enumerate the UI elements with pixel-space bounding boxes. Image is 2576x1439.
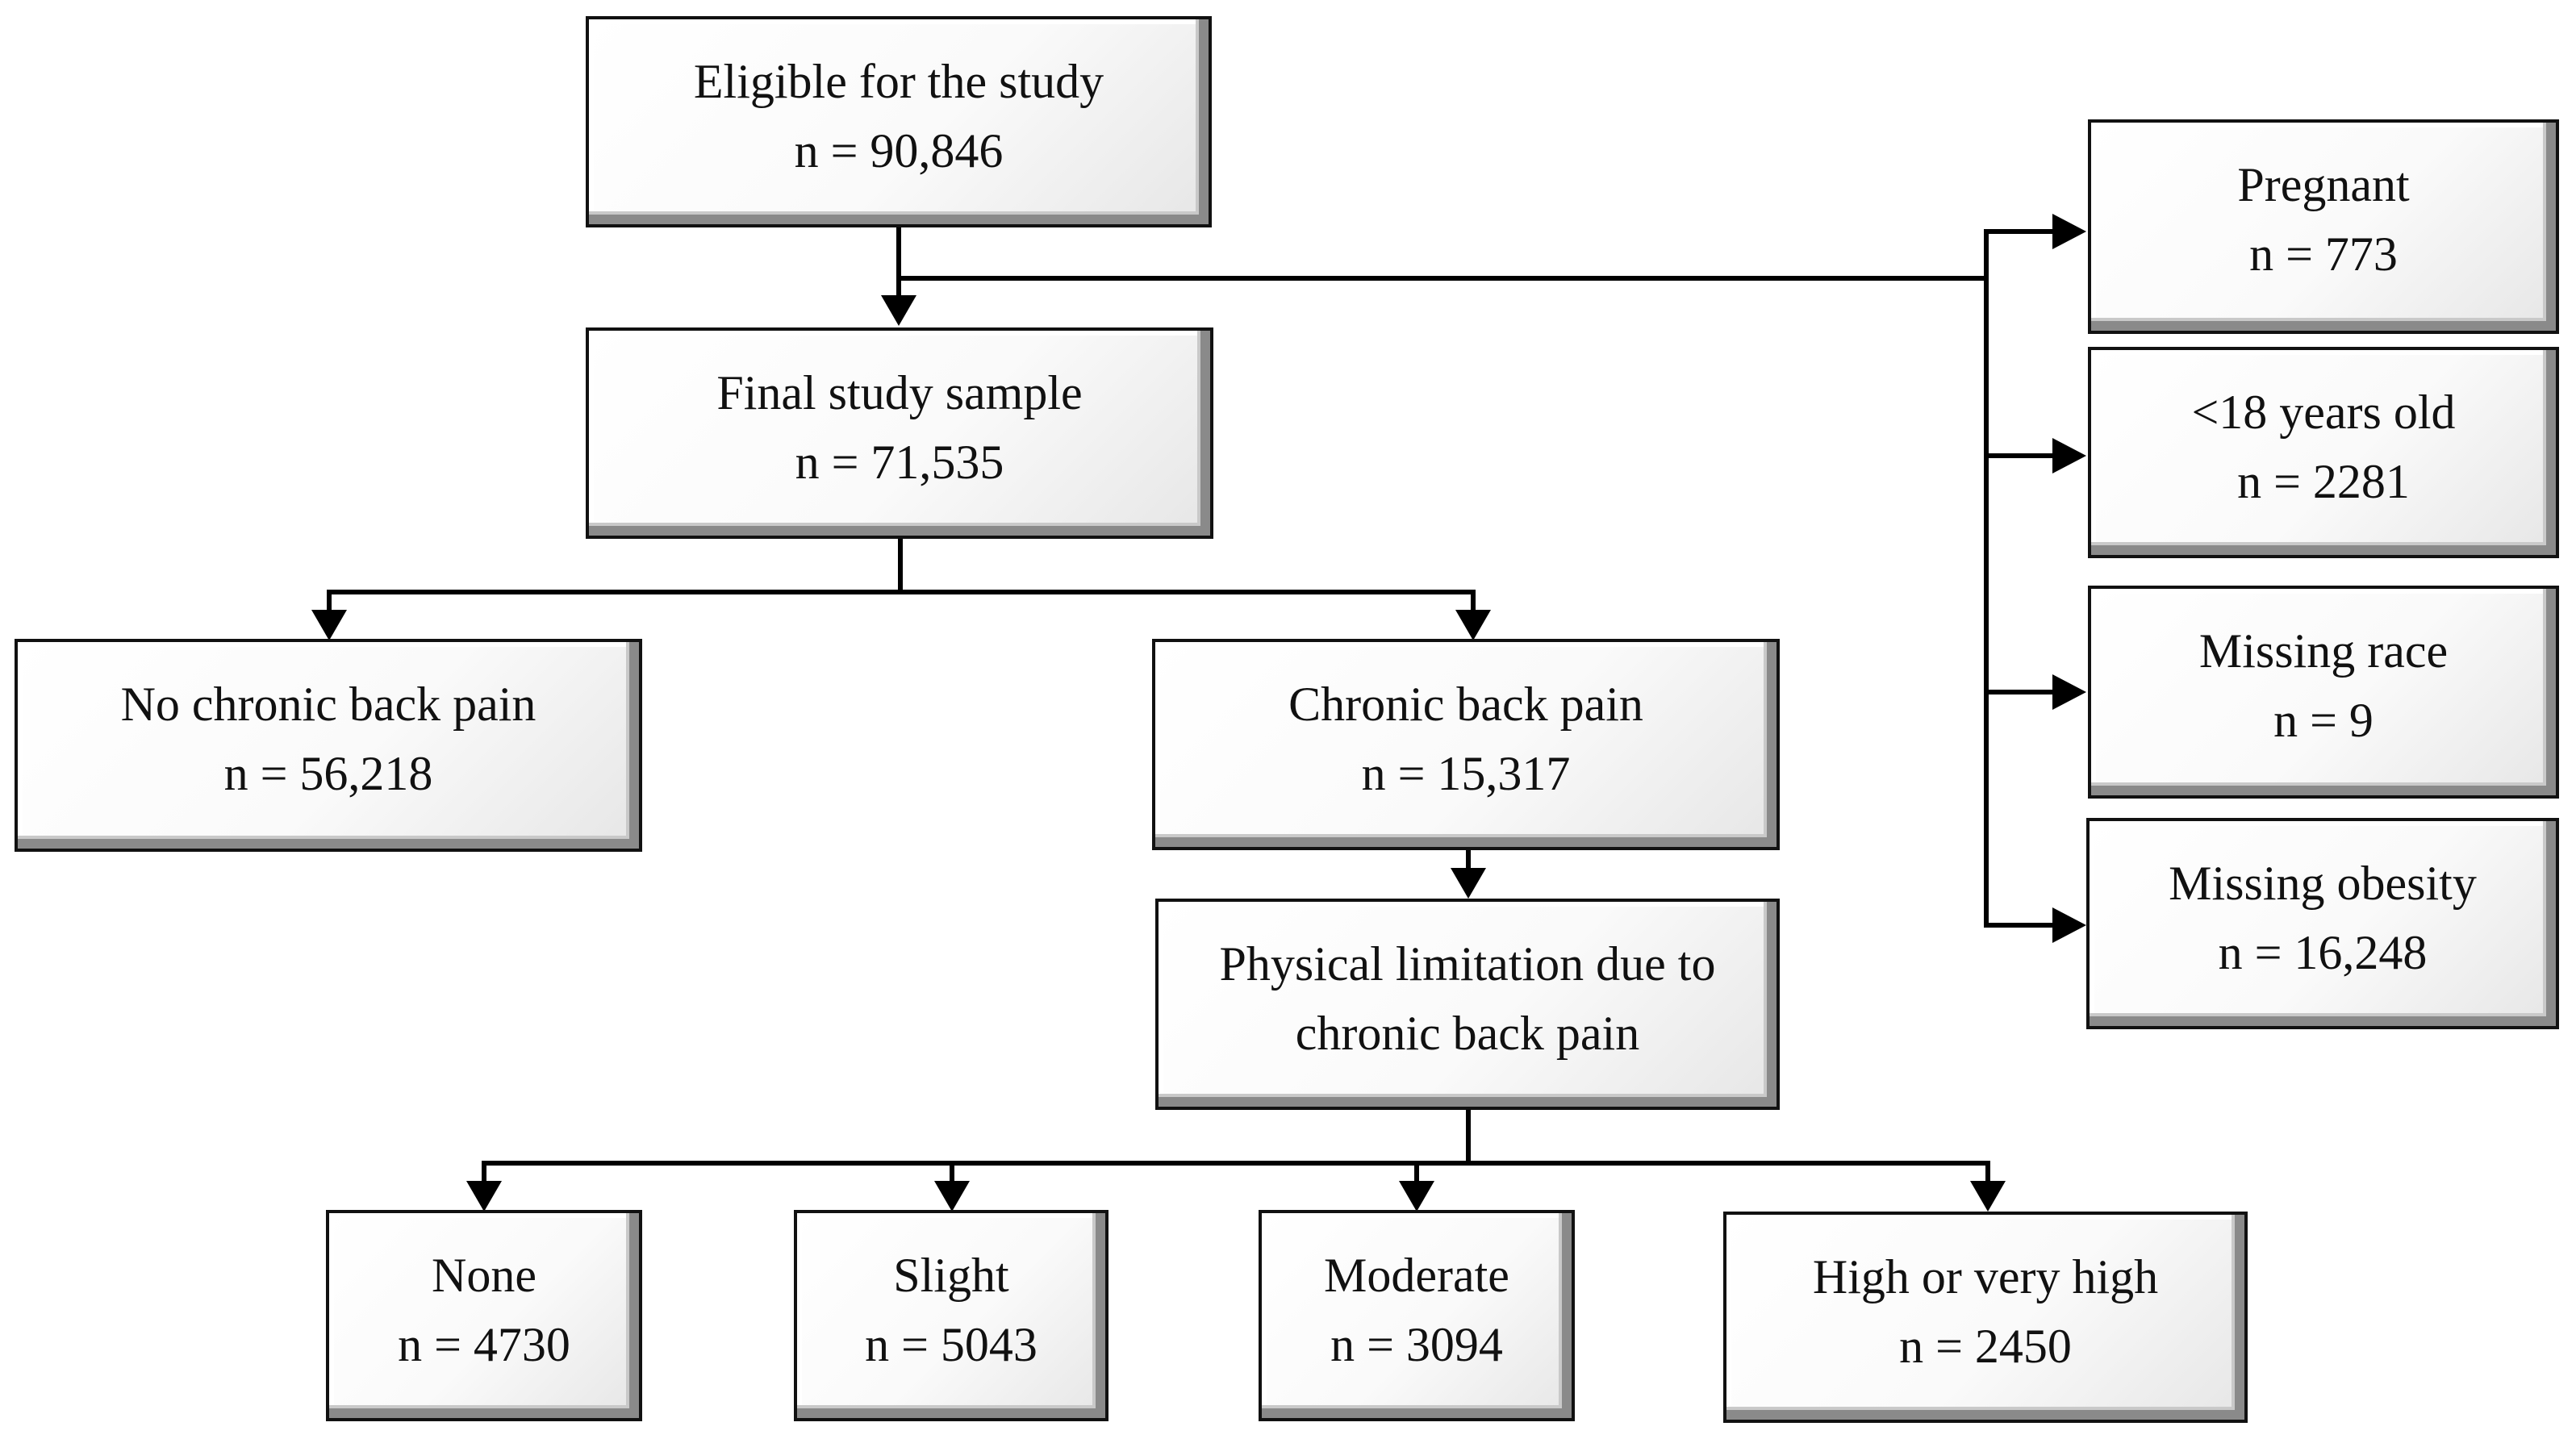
physical-limitation-label-line2: chronic back pain bbox=[1295, 1007, 1640, 1060]
arrowhead-to-slight bbox=[934, 1181, 970, 1212]
excluded-pregnant-count: n = 773 bbox=[2249, 227, 2398, 281]
arrowhead-to-moderate bbox=[1399, 1181, 1434, 1212]
eligible-count: n = 90,846 bbox=[794, 124, 1004, 177]
excluded-missing-race-label: Missing race bbox=[2198, 624, 2449, 678]
no-chronic-back-pain-label: No chronic back pain bbox=[120, 678, 536, 731]
final-sample-label: Final study sample bbox=[716, 366, 1083, 419]
excluded-under18-label: <18 years old bbox=[2191, 386, 2456, 439]
arrowhead-to-missing-race bbox=[2052, 674, 2086, 710]
severity-moderate-count: n = 3094 bbox=[1330, 1318, 1503, 1371]
severity-slight-box: Slight n = 5043 bbox=[794, 1210, 1108, 1421]
arrowhead-to-none bbox=[466, 1181, 502, 1212]
severity-high-box: High or very high n = 2450 bbox=[1723, 1212, 2248, 1423]
severity-moderate-box: Moderate n = 3094 bbox=[1259, 1210, 1575, 1421]
excluded-under18-box: <18 years old n = 2281 bbox=[2088, 347, 2559, 558]
severity-high-label: High or very high bbox=[1812, 1250, 2159, 1303]
final-sample-count: n = 71,535 bbox=[795, 436, 1004, 489]
excluded-under18-count: n = 2281 bbox=[2237, 455, 2410, 508]
no-chronic-back-pain-box: No chronic back pain n = 56,218 bbox=[15, 639, 642, 852]
arrowhead-to-no-cbp bbox=[311, 610, 347, 640]
chronic-back-pain-label: Chronic back pain bbox=[1288, 678, 1643, 731]
severity-high-count: n = 2450 bbox=[1899, 1320, 2072, 1373]
excluded-pregnant-label: Pregnant bbox=[2237, 158, 2410, 211]
arrowhead-to-pregnant bbox=[2052, 214, 2086, 249]
no-chronic-back-pain-count: n = 56,218 bbox=[223, 747, 433, 800]
arrowhead-to-final bbox=[881, 295, 916, 326]
excluded-missing-obesity-label: Missing obesity bbox=[2169, 857, 2477, 910]
excluded-pregnant-box: Pregnant n = 773 bbox=[2088, 119, 2559, 334]
severity-none-label: None bbox=[432, 1249, 536, 1302]
arrowhead-to-missing-obesity bbox=[2052, 907, 2086, 943]
excluded-missing-obesity-box: Missing obesity n = 16,248 bbox=[2086, 818, 2559, 1029]
excluded-missing-obesity-count: n = 16,248 bbox=[2218, 926, 2428, 979]
chronic-back-pain-box: Chronic back pain n = 15,317 bbox=[1152, 639, 1780, 850]
physical-limitation-label-line1: Physical limitation due to bbox=[1219, 937, 1716, 991]
severity-none-box: None n = 4730 bbox=[326, 1210, 642, 1421]
severity-none-count: n = 4730 bbox=[398, 1318, 570, 1371]
severity-moderate-label: Moderate bbox=[1324, 1249, 1509, 1302]
arrowhead-to-limitation bbox=[1451, 868, 1486, 899]
final-sample-box: Final study sample n = 71,535 bbox=[586, 327, 1213, 539]
physical-limitation-box: Physical limitation due to chronic back … bbox=[1155, 899, 1780, 1110]
chronic-back-pain-count: n = 15,317 bbox=[1361, 747, 1571, 800]
eligible-box: Eligible for the study n = 90,846 bbox=[586, 16, 1212, 227]
excluded-missing-race-count: n = 9 bbox=[2273, 694, 2374, 747]
arrowhead-to-high bbox=[1970, 1181, 2006, 1212]
eligible-label: Eligible for the study bbox=[693, 55, 1104, 108]
severity-slight-label: Slight bbox=[893, 1249, 1009, 1302]
arrowhead-to-under18 bbox=[2052, 438, 2086, 473]
excluded-missing-race-box: Missing race n = 9 bbox=[2088, 586, 2559, 799]
arrowhead-to-cbp bbox=[1455, 610, 1491, 640]
severity-slight-count: n = 5043 bbox=[865, 1318, 1037, 1371]
